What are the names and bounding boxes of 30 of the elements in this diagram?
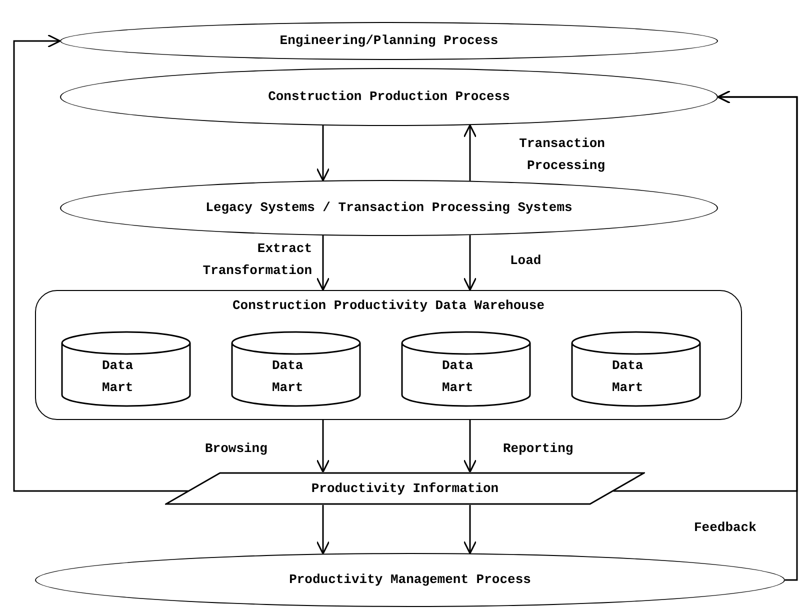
node-label: Construction Production Process	[268, 88, 510, 106]
node-label: Data Mart	[272, 357, 304, 397]
data-parallelogram	[165, 472, 645, 505]
node-label: Engineering/Planning Process	[280, 32, 498, 50]
database-cylinder	[61, 331, 191, 407]
arrow	[463, 235, 477, 291]
arrow	[463, 505, 477, 554]
arrow	[316, 420, 330, 473]
process-ellipse	[60, 68, 718, 126]
process-ellipse	[35, 553, 785, 607]
arrow	[463, 124, 477, 181]
arrow	[13, 34, 188, 492]
arrow	[316, 235, 330, 291]
database-cylinder	[571, 331, 701, 407]
node-label: Legacy Systems / Transaction Processing Systems	[206, 199, 572, 217]
process-ellipse	[60, 180, 718, 236]
database-cylinder	[401, 331, 531, 407]
node-label: Data Mart	[612, 357, 644, 397]
warehouse-box	[35, 290, 742, 420]
node-label: Data Mart	[442, 357, 474, 397]
node-label: Construction Productivity Data Warehouse	[232, 297, 545, 315]
node-label: Productivity Information	[311, 480, 499, 498]
database-cylinder	[231, 331, 361, 407]
arrow	[316, 505, 330, 554]
arrow	[316, 125, 330, 182]
arrow	[463, 420, 477, 473]
arrow	[717, 90, 798, 581]
process-ellipse	[60, 22, 718, 60]
node-label: Productivity Management Process	[289, 571, 531, 589]
node-label: Data Mart	[102, 357, 134, 397]
